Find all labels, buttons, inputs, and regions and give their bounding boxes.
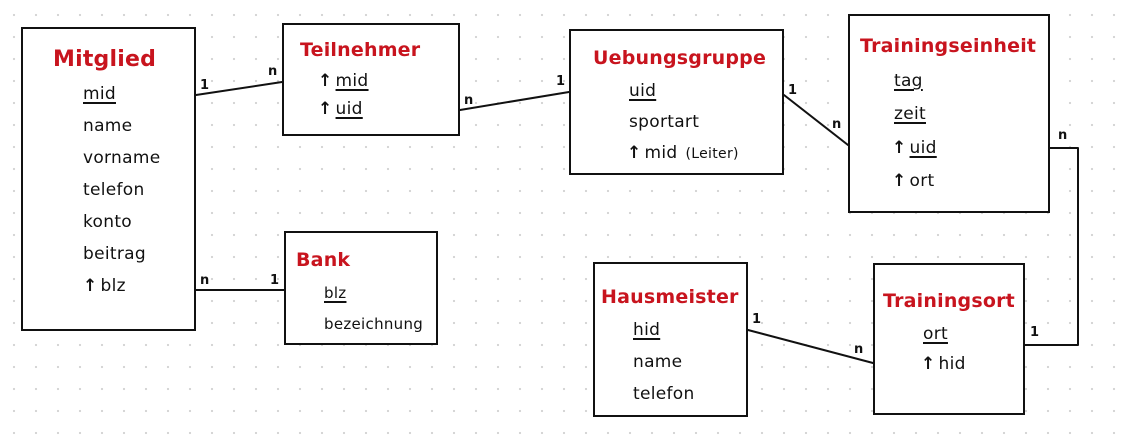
attribute-mid: ↑mid bbox=[318, 71, 369, 91]
attribute-uid: uid bbox=[629, 81, 657, 101]
line-mitglied-teilnehmer bbox=[195, 81, 283, 96]
entity-title: Bank bbox=[296, 249, 351, 271]
attribute-blz: blz bbox=[324, 284, 347, 302]
attribute-sportart: sportart bbox=[629, 112, 700, 132]
card-uebungsgruppe-trainingseinheit-1: 1 bbox=[788, 83, 798, 98]
card-uebungsgruppe-trainingseinheit-n: n bbox=[832, 117, 842, 132]
attribute-zeit: zeit bbox=[894, 104, 926, 124]
attribute-note: (Leiter) bbox=[685, 146, 739, 162]
entity-bank: Bank blz bezeichnung bbox=[284, 231, 438, 345]
attribute-mid: ↑mid(Leiter) bbox=[627, 143, 739, 163]
entity-hausmeister: Hausmeister hid name telefon bbox=[593, 262, 748, 417]
card-mitglied-teilnehmer-1: 1 bbox=[200, 78, 210, 93]
card-hausmeister-trainingsort-n: n bbox=[854, 342, 864, 357]
foreign-key-arrow-icon: ↑ bbox=[318, 99, 333, 119]
attribute-name: name bbox=[633, 352, 683, 372]
attribute-konto: konto bbox=[83, 212, 132, 232]
card-trainingseinheit-trainingsort-1: 1 bbox=[1030, 325, 1040, 340]
entity-trainingsort: Trainingsort ort ↑hid bbox=[873, 263, 1025, 415]
entity-title: Trainingsort bbox=[883, 290, 1015, 312]
card-mitglied-bank-1: 1 bbox=[270, 273, 280, 288]
attribute-bezeichnung: bezeichnung bbox=[324, 315, 424, 333]
attribute-tag: tag bbox=[894, 71, 923, 91]
entity-title: Hausmeister bbox=[601, 286, 739, 308]
attribute-uid: ↑uid bbox=[318, 99, 363, 119]
card-mitglied-bank-n: n bbox=[200, 273, 210, 288]
attribute-name: name bbox=[83, 116, 133, 136]
card-teilnehmer-uebungsgruppe-1: 1 bbox=[556, 74, 566, 89]
foreign-key-arrow-icon: ↑ bbox=[318, 71, 333, 91]
entity-teilnehmer: Teilnehmer ↑mid ↑uid bbox=[282, 23, 460, 136]
attribute-telefon: telefon bbox=[83, 180, 145, 200]
attribute-mid: mid bbox=[83, 84, 116, 104]
foreign-key-arrow-icon: ↑ bbox=[892, 138, 907, 158]
foreign-key-arrow-icon: ↑ bbox=[627, 143, 642, 163]
attribute-ort: ort bbox=[923, 324, 948, 344]
foreign-key-arrow-icon: ↑ bbox=[921, 354, 936, 374]
foreign-key-arrow-icon: ↑ bbox=[83, 276, 98, 296]
foreign-key-arrow-icon: ↑ bbox=[892, 171, 907, 191]
attribute-ort: ↑ort bbox=[892, 171, 935, 191]
entity-mitglied: Mitglied mid name vorname telefon konto … bbox=[21, 27, 196, 331]
attribute-uid: ↑uid bbox=[892, 138, 937, 158]
card-mitglied-teilnehmer-n: n bbox=[268, 64, 278, 79]
attribute-vorname: vorname bbox=[83, 148, 161, 168]
entity-title: Teilnehmer bbox=[300, 39, 421, 61]
attribute-blz: ↑blz bbox=[83, 276, 126, 296]
attribute-beitrag: beitrag bbox=[83, 244, 146, 264]
attribute-hid: hid bbox=[633, 320, 661, 340]
entity-title: Trainingseinheit bbox=[860, 35, 1037, 57]
card-hausmeister-trainingsort-1: 1 bbox=[752, 312, 762, 327]
entity-title: Mitglied bbox=[53, 47, 157, 72]
entity-trainingseinheit: Trainingseinheit tag zeit ↑uid ↑ort bbox=[848, 14, 1050, 213]
card-trainingseinheit-trainingsort-n: n bbox=[1058, 128, 1068, 143]
attribute-hid: ↑hid bbox=[921, 354, 966, 374]
line-uebungsgruppe-trainingseinheit bbox=[783, 94, 849, 146]
line-hausmeister-trainingsort bbox=[747, 329, 874, 364]
entity-title: Uebungsgruppe bbox=[593, 47, 767, 69]
line-trainingseinheit-trainingsort bbox=[1024, 147, 1079, 346]
line-teilnehmer-uebungsgruppe bbox=[459, 91, 570, 111]
attribute-telefon: telefon bbox=[633, 384, 695, 404]
card-teilnehmer-uebungsgruppe-n: n bbox=[464, 93, 474, 108]
entity-uebungsgruppe: Uebungsgruppe uid sportart ↑mid(Leiter) bbox=[569, 29, 784, 175]
